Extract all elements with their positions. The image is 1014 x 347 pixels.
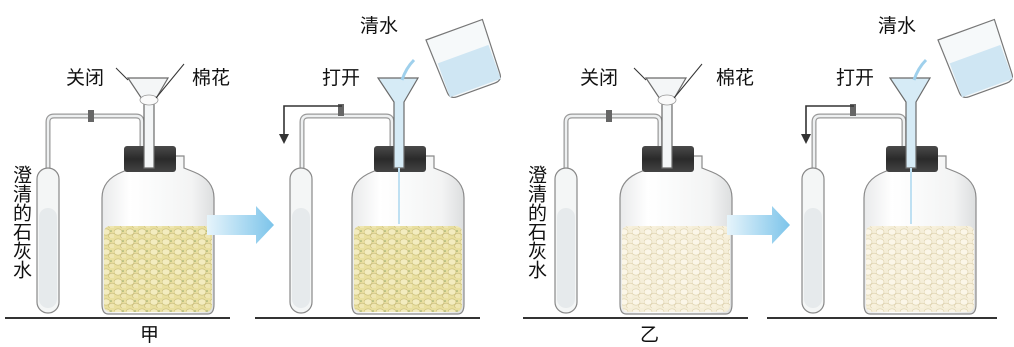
label-closed-a: 关闭 (66, 67, 104, 89)
label-open-b: 打开 (836, 67, 874, 89)
label-water-a: 清水 (360, 15, 398, 37)
clamp (88, 110, 94, 122)
flow-arrow-b (727, 206, 790, 244)
gas-arrow (805, 105, 854, 138)
flow-arrow-a (207, 206, 274, 244)
setup-b-open (767, 18, 1013, 319)
cotton (657, 94, 677, 106)
beaker (425, 18, 501, 99)
seeds (622, 226, 730, 312)
label-set-b: 乙 (640, 324, 659, 346)
seeds (104, 226, 212, 312)
label-set-a: 甲 (140, 324, 159, 346)
seeds (866, 226, 974, 312)
water-stream (400, 58, 416, 81)
beaker (937, 18, 1013, 99)
setup-a-open (255, 18, 501, 319)
setup-b-closed (523, 63, 748, 319)
label-limewater-b: 澄清的石灰水 (525, 165, 547, 279)
funnel (376, 77, 420, 169)
clamp (338, 104, 344, 116)
cotton (139, 94, 159, 106)
clamp (606, 110, 612, 122)
label-closed-b: 关闭 (580, 67, 618, 89)
label-water-b: 清水 (878, 15, 916, 37)
label-cotton-b: 棉花 (716, 67, 754, 89)
label-open-a: 打开 (322, 67, 360, 89)
seeds (354, 226, 462, 312)
clamp (850, 104, 856, 116)
water-stream (912, 58, 928, 81)
gas-arrow (283, 105, 342, 138)
label-cotton-a: 棉花 (192, 67, 230, 89)
label-limewater-a: 澄清的石灰水 (10, 165, 32, 279)
funnel (888, 77, 932, 169)
setup-a-closed (5, 63, 230, 319)
